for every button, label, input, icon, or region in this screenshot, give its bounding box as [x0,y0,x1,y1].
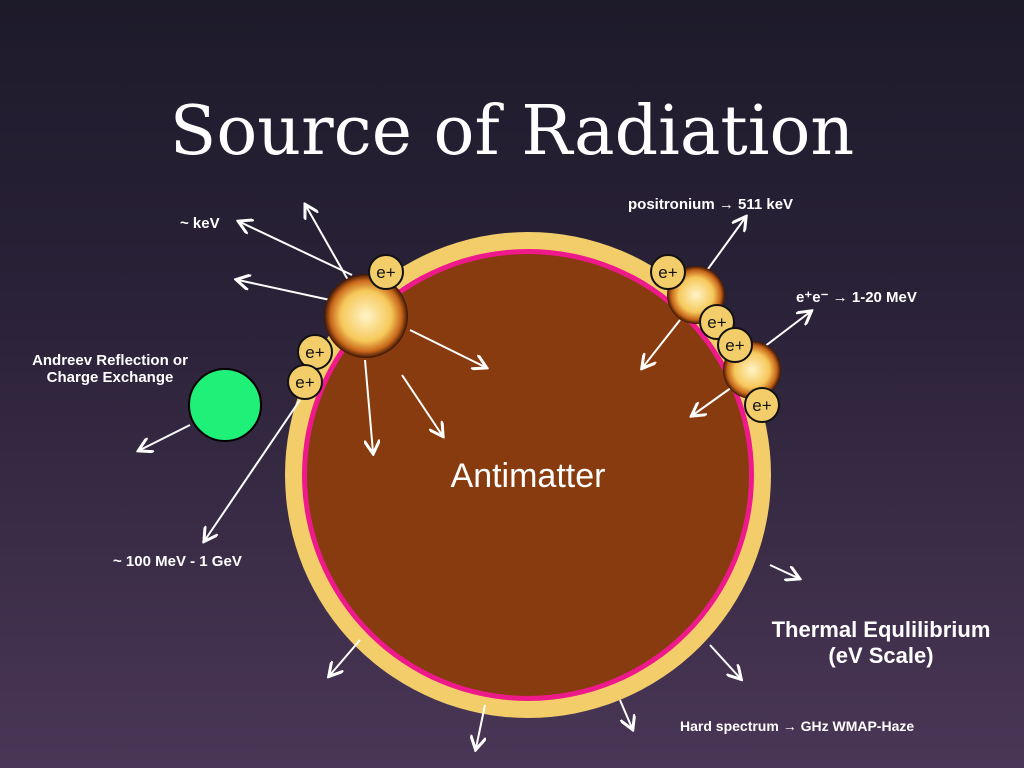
positron: e+ [287,364,323,400]
label-thermal-2: (eV Scale) [828,643,934,668]
label-andreev-1: Andreev Reflection or [32,352,188,369]
radiation-arrow [643,319,681,367]
radiation-arrow [693,384,736,415]
radiation-arrow [306,206,349,281]
positron: e+ [744,387,780,423]
positron-label: e+ [707,313,726,332]
positron: e+ [650,254,686,290]
positron: e+ [717,327,753,363]
label-thermal-1: Thermal Equlilibrium [771,617,991,642]
positron: e+ [368,254,404,290]
label-kev: ~ keV [180,215,220,232]
radiation-arrow [409,329,485,367]
label-hard-spectrum: Hard spectrum → GHz WMAP-Haze [680,718,915,734]
positron: e+ [297,334,333,370]
radiation-arrow [238,280,331,301]
positron-label: e+ [658,263,677,282]
radiation-arrow [709,644,740,678]
radiation-arrow [619,699,632,728]
radiation-arrow [365,359,373,452]
label-ee: e⁺e⁻ → 1-20 MeV [796,289,917,306]
positron-label: e+ [376,263,395,282]
positron-label: e+ [295,373,314,392]
radiation-arrow [759,312,810,351]
positron-label: e+ [752,396,771,415]
antimatter-body [307,254,749,696]
radiation-arrow [769,564,798,578]
positron-label: e+ [725,336,744,355]
radiation-arrow [330,639,361,675]
explosion-icon [324,274,408,358]
label-andreev-2: Charge Exchange [46,369,174,386]
radiation-arrow [476,704,485,748]
label-100mev: ~ 100 MeV - 1 GeV [113,553,242,570]
green-particle [188,368,262,442]
label-thermal: Thermal Equlilibrium(eV Scale) [765,617,997,669]
radiation-arrow [205,399,301,540]
antimatter-label: Antimatter [450,457,606,495]
radiation-arrow [401,374,442,435]
radiation-arrow [240,222,353,276]
label-positronium: positronium → 511 keV [628,196,794,213]
slide-title: Source of Radiation [169,92,855,171]
radiation-arrow [140,424,191,450]
positron-label: e+ [305,343,324,362]
